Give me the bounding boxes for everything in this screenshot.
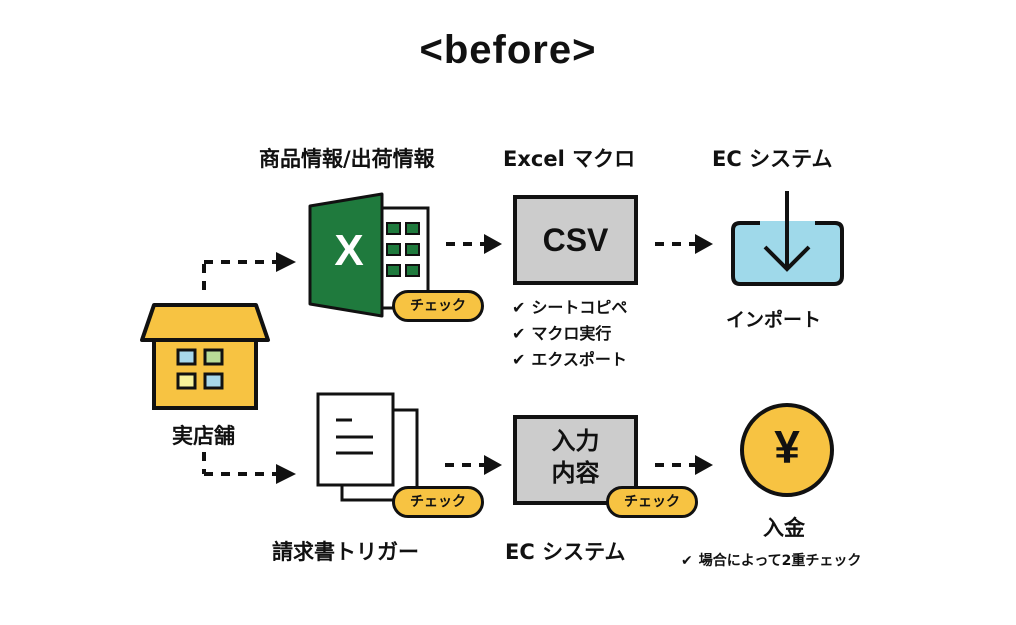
csv-box: CSV	[513, 195, 638, 285]
excel-letter: X	[334, 226, 364, 275]
macro-step-item: ✔マクロ実行	[512, 321, 627, 347]
macro-step-item: ✔シートコピペ	[512, 295, 627, 321]
check-mark-icon: ✔	[681, 553, 693, 569]
yen-coin-icon	[740, 403, 834, 497]
store-to-invoice-connector	[202, 452, 296, 484]
input-content-box: 入力 内容	[513, 415, 638, 505]
download-icon	[731, 191, 844, 286]
source-info-label: 商品情報/出荷情報	[259, 147, 435, 171]
csv-to-ec-arrow	[655, 234, 713, 254]
excel-macro-label: Excel マクロ	[503, 147, 636, 171]
invoice-trigger-label: 請求書トリガー	[272, 540, 419, 564]
check-mark-icon: ✔	[512, 350, 526, 369]
check-badge-invoice: チェック	[392, 486, 484, 518]
store-icon	[140, 303, 270, 410]
invoice-to-input-arrow	[445, 455, 502, 475]
payment-note: ✔場合によって2重チェック	[681, 553, 862, 569]
check-mark-icon: ✔	[512, 298, 526, 317]
store-to-excel-connector	[202, 252, 296, 290]
input-to-payment-arrow	[655, 455, 713, 475]
input-box-line1: 入力	[551, 427, 600, 455]
ec-system-label-top: EC システム	[712, 147, 833, 171]
input-box-line2: 内容	[551, 459, 600, 487]
macro-steps-list: ✔シートコピペ ✔マクロ実行 ✔エクスポート	[512, 295, 627, 373]
check-badge-input: チェック	[606, 486, 698, 518]
store-label: 実店舗	[172, 424, 235, 448]
ec-system-label-bottom: EC システム	[505, 540, 626, 564]
macro-step-item: ✔エクスポート	[512, 347, 627, 373]
payment-label: 入金	[763, 516, 805, 540]
diagram-title: <before>	[419, 28, 597, 72]
yen-symbol: ¥	[774, 421, 800, 473]
check-mark-icon: ✔	[512, 324, 526, 343]
import-label: インポート	[726, 309, 822, 331]
document-icon	[316, 392, 419, 502]
excel-to-csv-arrow	[446, 234, 502, 254]
check-badge-excel: チェック	[392, 290, 484, 322]
